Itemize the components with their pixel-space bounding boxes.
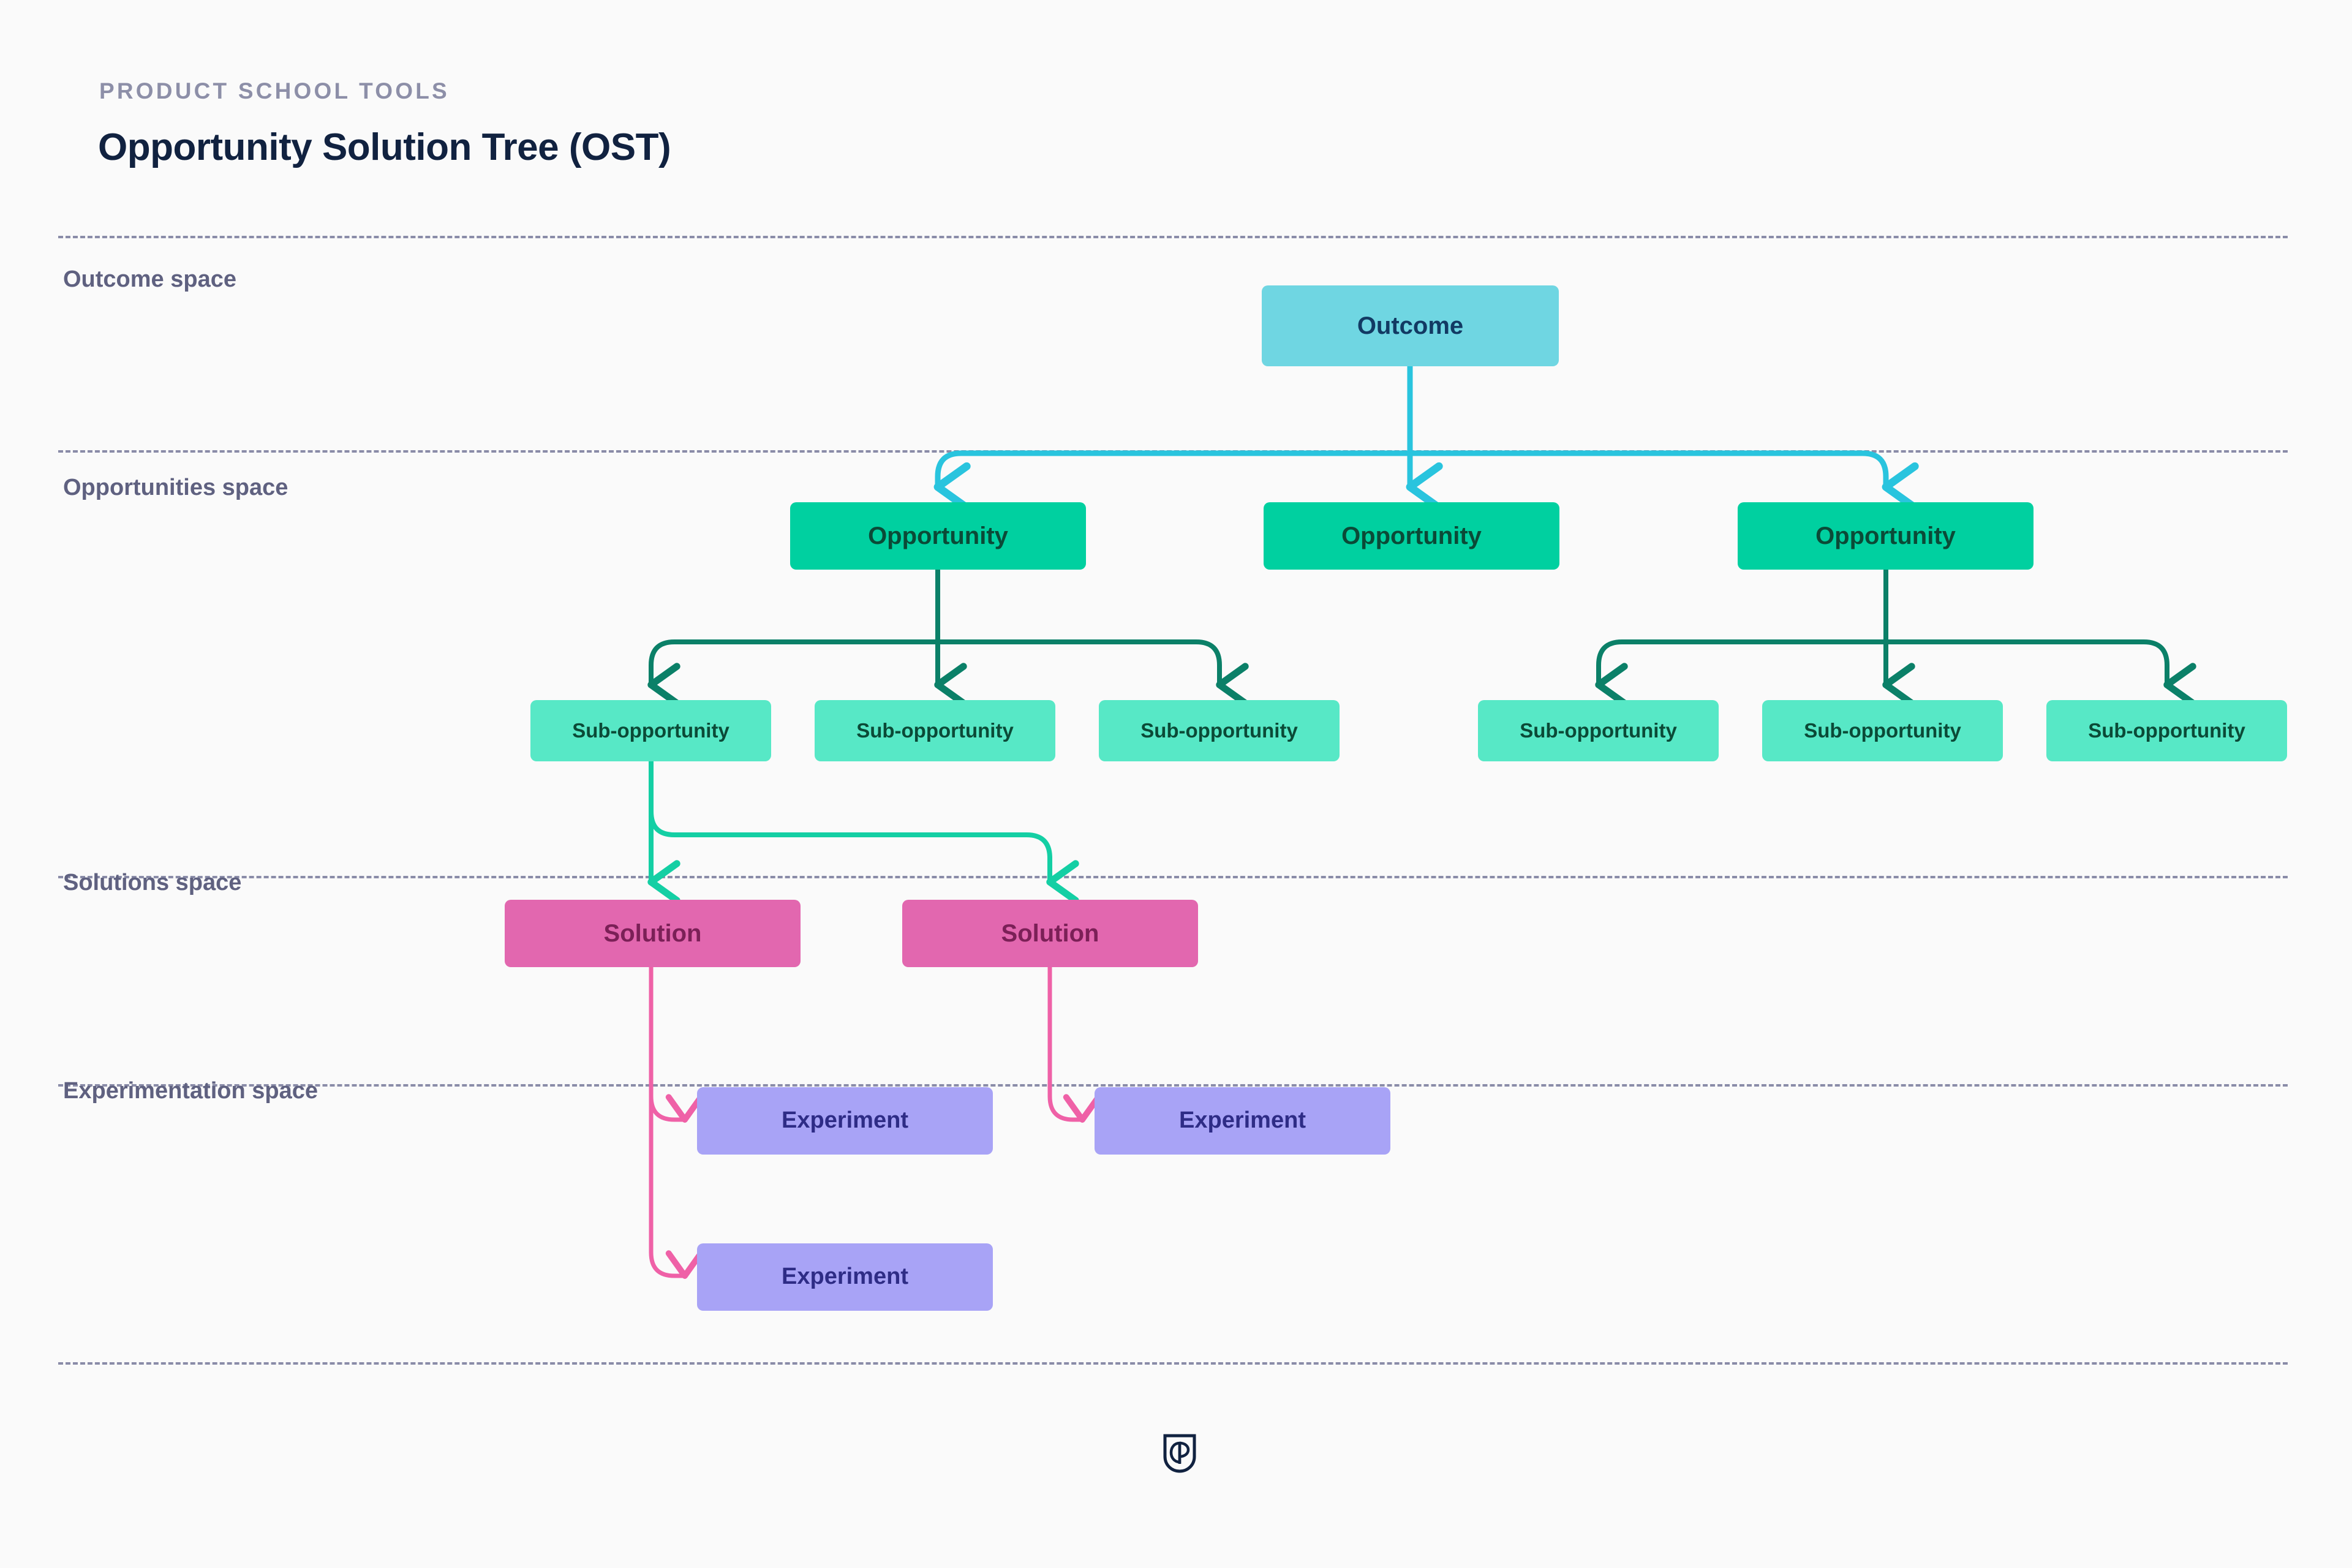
node-solution-1[interactable]: Solution [505,900,801,967]
section-divider [58,236,2288,238]
node-sub-opportunity-2[interactable]: Sub-opportunity [815,700,1055,761]
node-opportunity-3[interactable]: Opportunity [1738,502,2034,570]
wires-outcome-to-opportunities [933,363,1919,512]
section-divider [58,1362,2288,1365]
node-experiment-1[interactable]: Experiment [697,1087,993,1155]
section-divider [58,1084,2288,1087]
node-sub-opportunity-6[interactable]: Sub-opportunity [2046,700,2287,761]
node-sub-opportunity-4[interactable]: Sub-opportunity [1478,700,1719,761]
eyebrow-label: PRODUCT SCHOOL TOOLS [99,78,450,104]
node-sub-opportunity-1[interactable]: Sub-opportunity [530,700,771,761]
node-sub-opportunity-5[interactable]: Sub-opportunity [1762,700,2003,761]
page-title: Opportunity Solution Tree (OST) [98,126,671,168]
wires-solution2-to-experiments [1047,965,1102,1123]
section-label-outcome-space: Outcome space [63,266,236,292]
product-school-shield-logo [1163,1434,1196,1473]
wires-opportunity3-to-subopportunities [1595,567,2196,707]
section-label-solutions-space: Solutions space [63,870,242,895]
node-experiment-3[interactable]: Experiment [697,1243,993,1311]
wires-solution1-to-experiments [649,965,704,1279]
section-label-experimentation-space: Experimentation space [63,1078,318,1104]
node-opportunity-2[interactable]: Opportunity [1264,502,1559,570]
section-label-opportunities-space: Opportunities space [63,475,288,500]
node-solution-2[interactable]: Solution [902,900,1198,967]
wires-subopportunity1-to-solutions [647,759,1079,904]
node-sub-opportunity-3[interactable]: Sub-opportunity [1099,700,1340,761]
wires-opportunity1-to-subopportunities [647,567,1249,707]
node-opportunity-1[interactable]: Opportunity [790,502,1086,570]
node-experiment-2[interactable]: Experiment [1095,1087,1390,1155]
section-divider [58,876,2288,878]
node-outcome-1[interactable]: Outcome [1262,285,1559,366]
